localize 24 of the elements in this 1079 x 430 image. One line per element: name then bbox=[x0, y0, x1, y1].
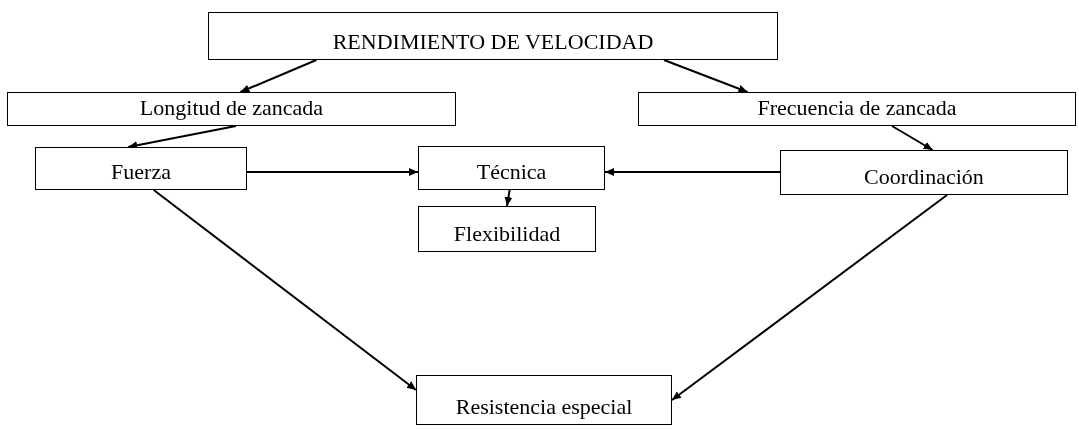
arrow bbox=[663, 59, 749, 93]
box-label: RENDIMIENTO DE VELOCIDAD bbox=[332, 29, 654, 56]
process-box bbox=[208, 12, 778, 60]
process-box bbox=[638, 92, 1076, 126]
box-label: Fuerza bbox=[111, 159, 171, 186]
box-label: Frecuencia de zancada bbox=[757, 95, 957, 122]
arrow bbox=[604, 167, 781, 176]
box-label: Técnica bbox=[476, 159, 547, 186]
process-box bbox=[7, 92, 456, 126]
arrow bbox=[504, 189, 513, 207]
box-label: Flexibilidad bbox=[453, 221, 561, 248]
arrow bbox=[891, 125, 934, 151]
box-label: Coordinación bbox=[864, 164, 984, 191]
process-box bbox=[780, 150, 1068, 195]
arrow bbox=[152, 189, 417, 391]
box-label: Resistencia especial bbox=[455, 394, 633, 421]
process-box bbox=[418, 206, 596, 252]
arrow bbox=[239, 59, 318, 93]
process-box bbox=[418, 146, 605, 190]
arrow bbox=[246, 167, 419, 176]
process-box bbox=[416, 375, 672, 425]
arrow bbox=[671, 194, 949, 401]
box-label: Longitud de zancada bbox=[139, 95, 324, 122]
process-box bbox=[35, 147, 247, 190]
